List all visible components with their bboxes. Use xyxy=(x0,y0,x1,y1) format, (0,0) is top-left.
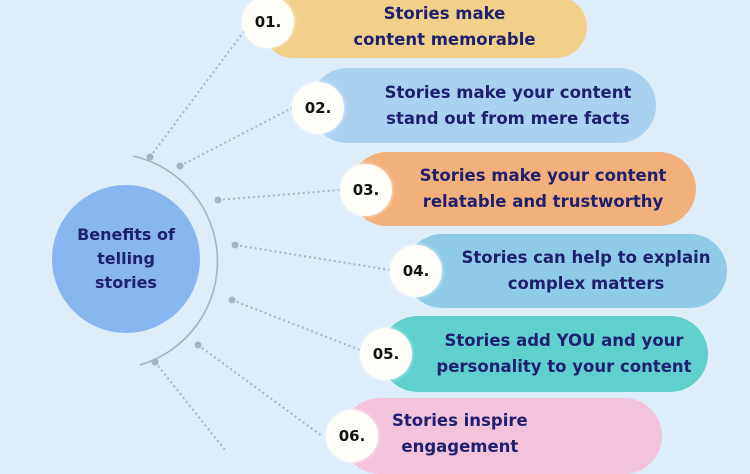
benefit-text: Stories make your content stand out from… xyxy=(384,82,632,128)
benefit-text: Stories make your content relatable and … xyxy=(419,166,667,211)
benefit-item-6: Stories inspire engagement xyxy=(342,398,662,474)
central-topic-label: Benefits of telling stories xyxy=(77,225,175,292)
benefit-text: Stories inspire engagement xyxy=(392,411,528,456)
benefit-item-2: Stories make your content stand out from… xyxy=(310,68,656,143)
central-topic-circle: Benefits of telling stories xyxy=(52,185,200,333)
benefit-number-badge: 03. xyxy=(340,164,392,216)
benefit-text: Stories add YOU and your personality to … xyxy=(436,331,692,376)
benefit-number-badge: 02. xyxy=(292,82,344,134)
benefit-item-5: Stories add YOU and your personality to … xyxy=(380,316,708,392)
benefit-number-badge: 05. xyxy=(360,328,412,380)
benefit-item-1: Stories make content memorable xyxy=(262,0,587,58)
benefit-text: Stories make content memorable xyxy=(353,4,536,49)
benefit-number-badge: 01. xyxy=(242,0,294,48)
benefit-item-4: Stories can help to explain complex matt… xyxy=(405,234,727,308)
benefit-number-badge: 04. xyxy=(390,245,442,297)
benefit-text: Stories can help to explain complex matt… xyxy=(461,248,711,293)
benefit-number-badge: 06. xyxy=(326,410,378,462)
benefits-diagram: Benefits of telling stories Stories make… xyxy=(52,0,727,474)
connector-lines xyxy=(132,29,391,450)
benefit-item-3: Stories make your content relatable and … xyxy=(350,152,696,226)
